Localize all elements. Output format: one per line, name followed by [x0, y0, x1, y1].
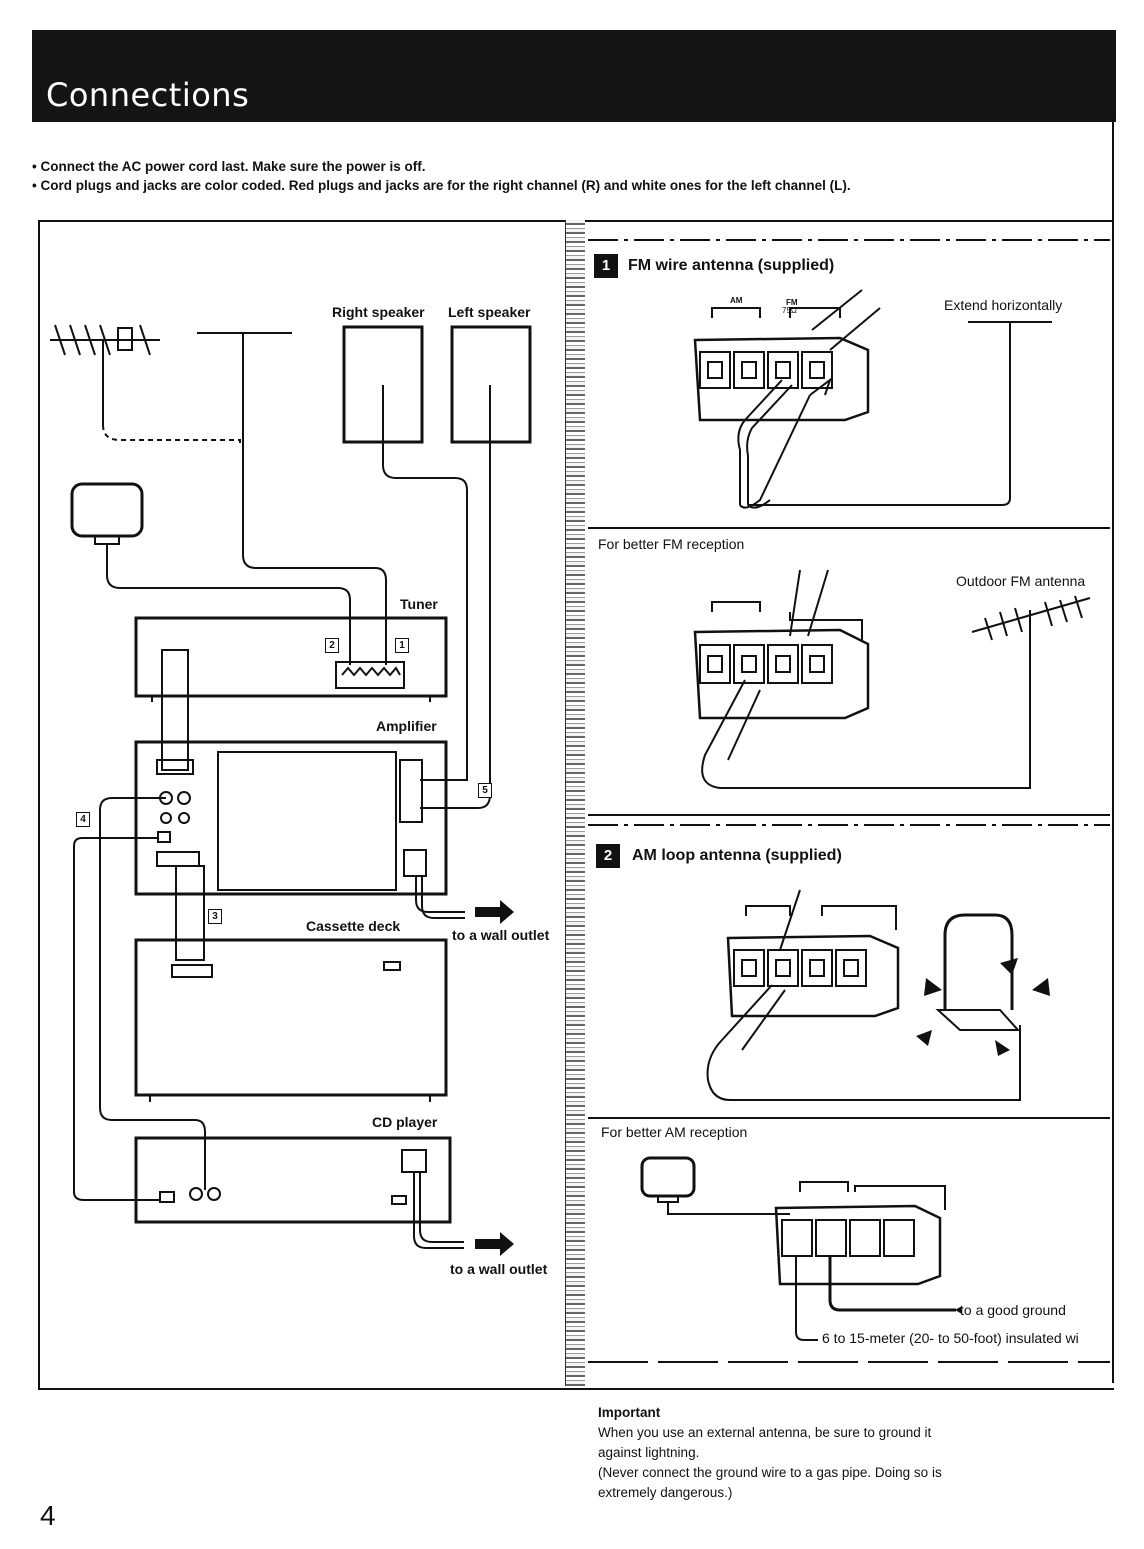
fm-terminal-ohm-label: 75Ω — [782, 306, 797, 315]
step-1-marker: 1 — [395, 638, 409, 653]
amplifier-speaker-terminals — [399, 759, 423, 823]
wall-outlet-label-2: to a wall outlet — [450, 1261, 548, 1277]
fm-terminal-block — [693, 307, 870, 422]
page-number: 4 — [40, 1500, 56, 1531]
left-speaker-label: Left speaker — [448, 304, 531, 320]
better-fm-reception-label: For better FM reception — [598, 536, 745, 552]
finger-press-icon — [829, 307, 881, 351]
tuner-box — [134, 616, 448, 698]
fm-t-antenna-icon — [197, 332, 387, 665]
good-ground-label: to a good ground — [960, 1302, 1066, 1318]
step-4-marker: 4 — [76, 812, 90, 827]
am-terminal-block — [726, 905, 900, 1018]
am-loop-small-icon — [70, 482, 351, 665]
antenna-dashed-link — [102, 424, 241, 445]
important-title: Important — [598, 1405, 661, 1420]
cassette-deck-label: Cassette deck — [306, 918, 401, 934]
tuner-terminals — [335, 661, 405, 689]
fm-terminal-am-label: AM — [730, 296, 743, 305]
step-2-marker: 2 — [325, 638, 339, 653]
rotate-arrow-icon — [1000, 958, 1018, 975]
instruction-notes: • Connect the AC power cord last. Make s… — [32, 157, 851, 195]
am-better-terminal-block — [774, 1181, 946, 1286]
amplifier-label: Amplifier — [376, 718, 437, 734]
page-header: Connections — [32, 30, 1116, 122]
insulated-wire-label: 6 to 15-meter (20- to 50-foot) insulated… — [822, 1330, 1079, 1346]
important-note: Important When you use an external anten… — [598, 1403, 1058, 1503]
step-3-marker: 3 — [208, 909, 222, 924]
note-color-code: • Cord plugs and jacks are color coded. … — [32, 178, 851, 193]
right-margin-rule — [1112, 118, 1114, 1383]
tuner-label: Tuner — [400, 596, 438, 612]
tuner-ribbon-cable — [161, 649, 189, 771]
important-line-1: When you use an external antenna, be sur… — [598, 1425, 932, 1440]
fm-section-title: FM wire antenna (supplied) — [628, 257, 835, 274]
important-line-2: against lightning. — [598, 1445, 700, 1460]
cd-player-label: CD player — [372, 1114, 438, 1130]
fm-section-number: 1 — [594, 254, 618, 278]
am-section-title: AM loop antenna (supplied) — [632, 847, 842, 864]
page-title: Connections — [46, 76, 250, 114]
wall-outlet-arrows — [475, 900, 514, 1256]
amplifier-box — [134, 740, 448, 896]
cassette-deck-box — [134, 938, 448, 1097]
extend-horizontally-label: Extend horizontally — [944, 297, 1063, 313]
am-section-number: 2 — [596, 844, 620, 868]
outdoor-fm-antenna-icon — [971, 595, 1091, 665]
right-speaker-label: Right speaker — [332, 304, 425, 320]
fm-terminal-fm-label: FM — [786, 298, 798, 307]
step-5-marker: 5 — [478, 783, 492, 798]
amplifier-panel — [217, 751, 397, 891]
important-line-3: (Never connect the ground wire to a gas … — [598, 1465, 942, 1480]
outdoor-antenna-icon — [50, 324, 160, 425]
right-speaker-cable — [382, 385, 468, 781]
outdoor-fm-antenna-label: Outdoor FM antenna — [956, 573, 1086, 589]
cassette-ribbon-cable — [175, 865, 205, 961]
wall-outlet-label-1: to a wall outlet — [452, 927, 550, 943]
important-line-4: extremely dangerous.) — [598, 1485, 733, 1500]
panel-divider — [565, 220, 585, 1386]
note-power-cord: • Connect the AC power cord last. Make s… — [32, 159, 426, 174]
fm-better-terminal-block — [693, 601, 870, 720]
cd-player-box — [134, 1136, 452, 1224]
am-loop-mini-icon — [640, 1156, 790, 1215]
better-am-reception-label: For better AM reception — [601, 1124, 748, 1140]
am-loop-stand-icon — [935, 913, 1021, 1031]
